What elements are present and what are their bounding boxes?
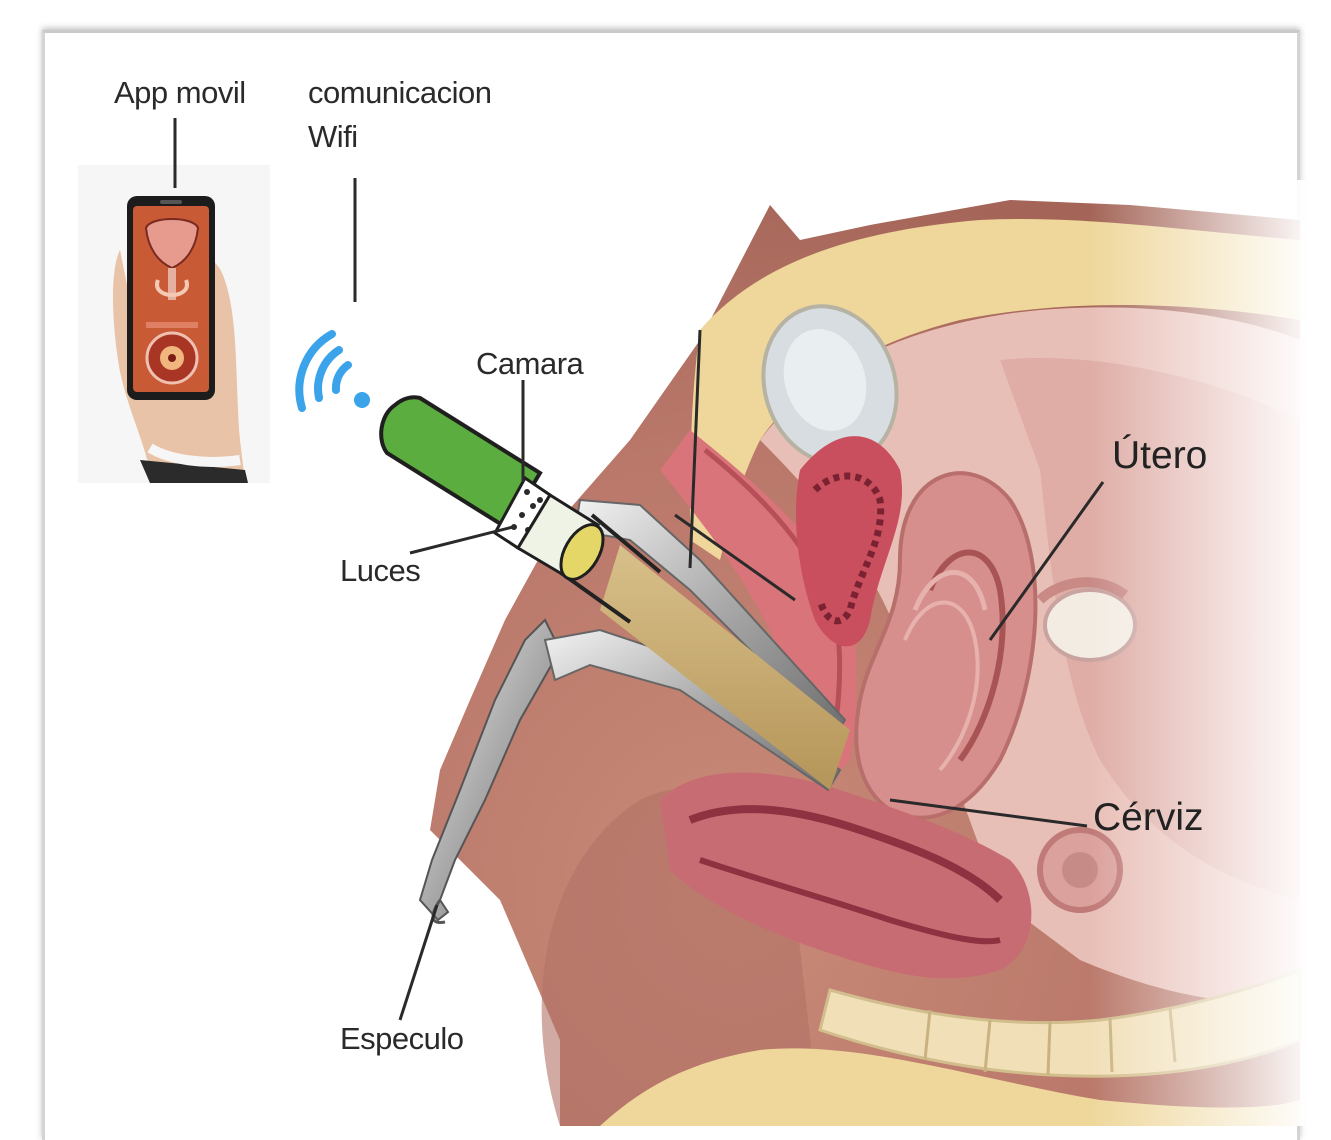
label-wifi: Wifi — [308, 116, 358, 158]
label-utero: Útero — [1112, 430, 1207, 483]
label-especulo: Especulo — [340, 1018, 464, 1060]
label-luces: Luces — [340, 550, 420, 592]
label-cervix: Cérviz — [1093, 792, 1204, 845]
label-app-movil: App movil — [114, 72, 246, 114]
label-camara: Camara — [476, 343, 583, 385]
mobile-app-photo — [78, 165, 270, 483]
wifi-icon — [299, 334, 370, 408]
label-comunicacion: comunicacion — [308, 72, 492, 114]
